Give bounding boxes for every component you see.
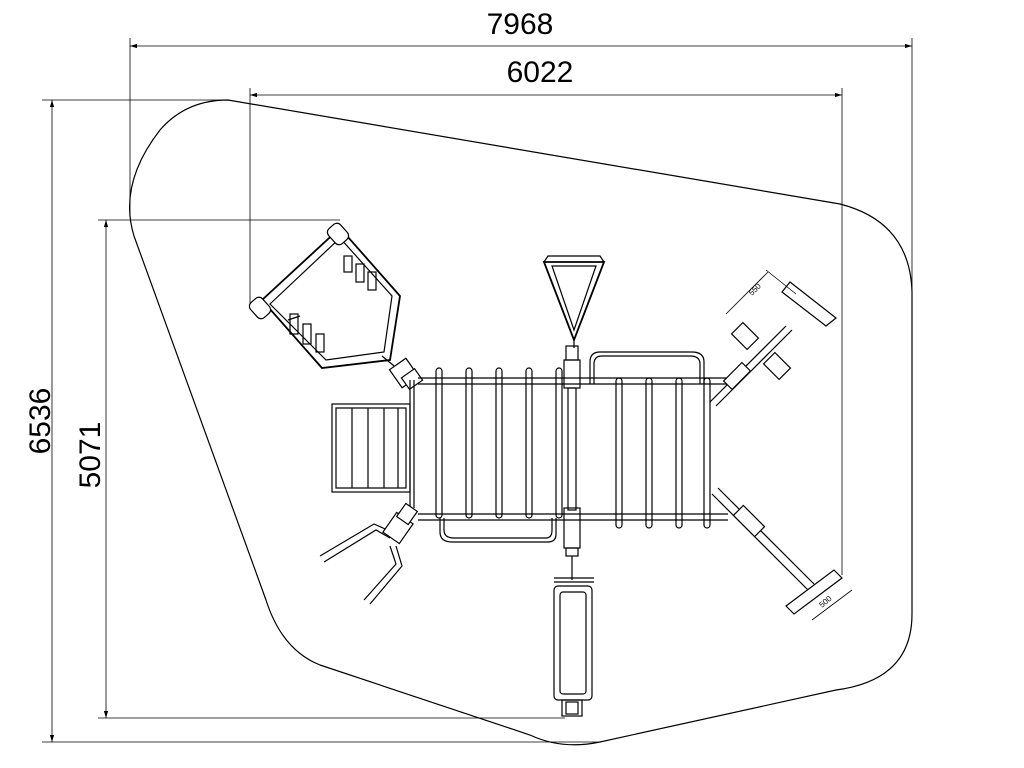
left-ladder <box>331 380 415 508</box>
safety-zone-outline <box>128 99 913 746</box>
overall-width-label: 7968 <box>487 8 554 41</box>
inner-height-label: 5071 <box>74 422 107 489</box>
dimension-inner-height: 5071 <box>74 219 565 719</box>
top-triangle-element <box>542 255 606 348</box>
upper-right-equipment: 550 <box>709 269 837 407</box>
central-climbing-frame <box>418 351 728 543</box>
upper-left-panel <box>248 222 424 391</box>
dimension-inner-width: 6022 <box>249 56 843 575</box>
inner-width-label: 6022 <box>507 56 574 89</box>
upper-right-size-label: 550 <box>747 281 763 297</box>
dimension-overall-width: 7968 <box>129 8 913 290</box>
lower-right-equipment: 500 <box>711 487 853 621</box>
overall-height-label: 6536 <box>24 388 57 455</box>
central-post <box>563 345 581 580</box>
bottom-bench <box>553 577 594 717</box>
lower-right-size-label: 500 <box>818 594 834 610</box>
dimension-overall-height: 6536 <box>24 99 600 743</box>
lower-left-arm <box>319 502 419 605</box>
